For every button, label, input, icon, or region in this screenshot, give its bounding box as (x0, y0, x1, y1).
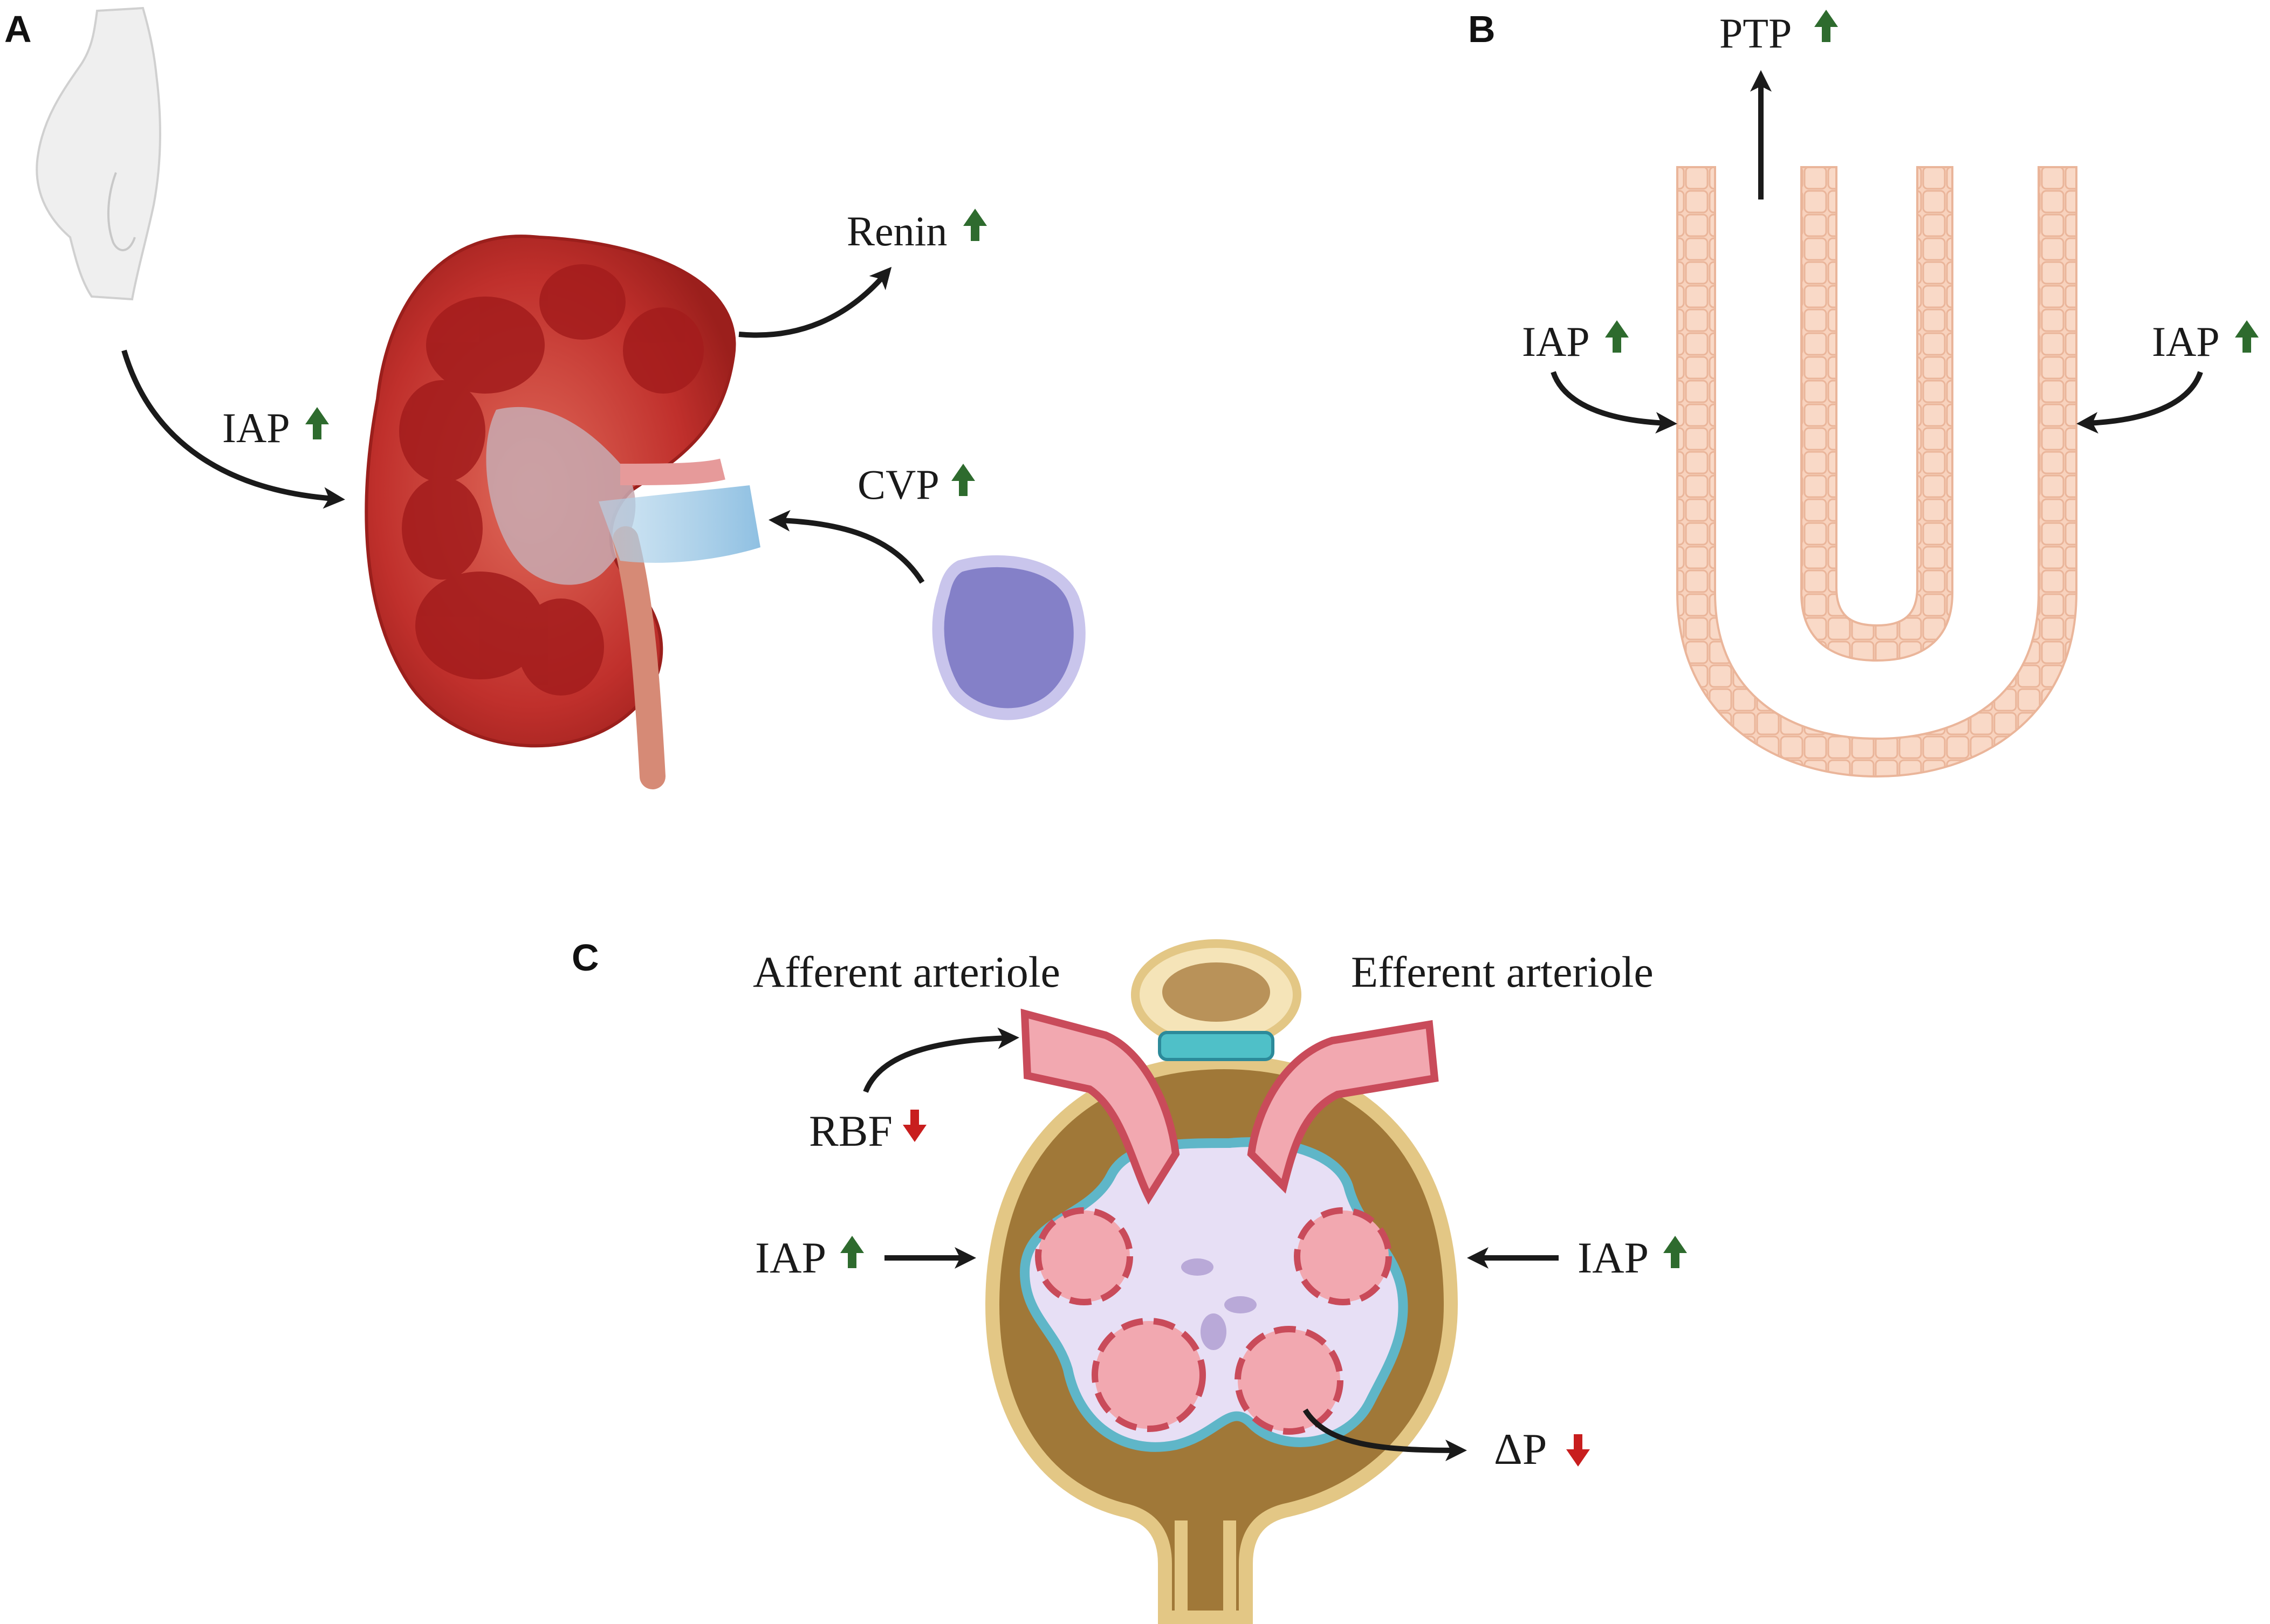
vena-cava-cross-section (932, 555, 1086, 720)
efferent-arteriole (1247, 1020, 1439, 1194)
afferent-arteriole-label: Afferent arteriole (753, 947, 1060, 996)
efferent-arteriole-label: Efferent arteriole (1351, 947, 1654, 996)
iap-right-arrow-b (2076, 371, 2203, 434)
tubule-loop (1676, 166, 2077, 778)
iap-left-b-increase-icon (1605, 320, 1629, 353)
cvp-increase-icon (951, 464, 975, 496)
rbf-decrease-icon (903, 1110, 927, 1142)
ptp-increase-icon (1814, 10, 1838, 42)
renal-artery (620, 458, 725, 485)
macula-densa (1158, 1031, 1274, 1061)
delta-p-arrow (1302, 1408, 1467, 1461)
renin-label: Renin (847, 208, 947, 254)
panel-b-letter: B (1468, 8, 1496, 50)
iap-a-increase-icon (305, 407, 329, 439)
delta-p-decrease-icon (1566, 1434, 1590, 1467)
iap-right-c-increase-icon (1663, 1236, 1687, 1268)
afferent-arteriole (1020, 1008, 1180, 1205)
cvp-label: CVP (858, 461, 939, 508)
iap-right-label-c: IAP (1578, 1233, 1649, 1282)
rbf-arrow (863, 1027, 1019, 1093)
iap-right-b-increase-icon (2235, 320, 2259, 353)
iap-left-label-c: IAP (755, 1233, 826, 1282)
iap-arrow-a (121, 349, 345, 509)
renal-vein (599, 485, 760, 563)
delta-p-label: ΔP (1494, 1425, 1547, 1474)
ptp-label: PTP (1719, 10, 1792, 57)
iap-label-a: IAP (222, 404, 290, 451)
panel-a-letter: A (4, 8, 32, 50)
renin-arrow (738, 266, 892, 338)
ureter (613, 526, 666, 789)
renin-increase-icon (963, 209, 987, 241)
panel-c-letter: C (572, 937, 599, 979)
kidney-pyramids (399, 264, 704, 696)
iap-left-arrow-b (1551, 371, 1677, 434)
pregnant-woman-silhouette (36, 6, 161, 301)
kidney-illustration (365, 235, 736, 789)
iap-left-c-increase-icon (840, 1236, 864, 1268)
renal-pelvis (486, 407, 636, 585)
iap-right-label-b: IAP (2152, 318, 2220, 365)
glomerulus-illustration (985, 939, 1458, 1624)
rbf-label: RBF (809, 1106, 893, 1155)
cvp-arrow (769, 510, 925, 584)
iap-left-label-b: IAP (1522, 318, 1590, 365)
